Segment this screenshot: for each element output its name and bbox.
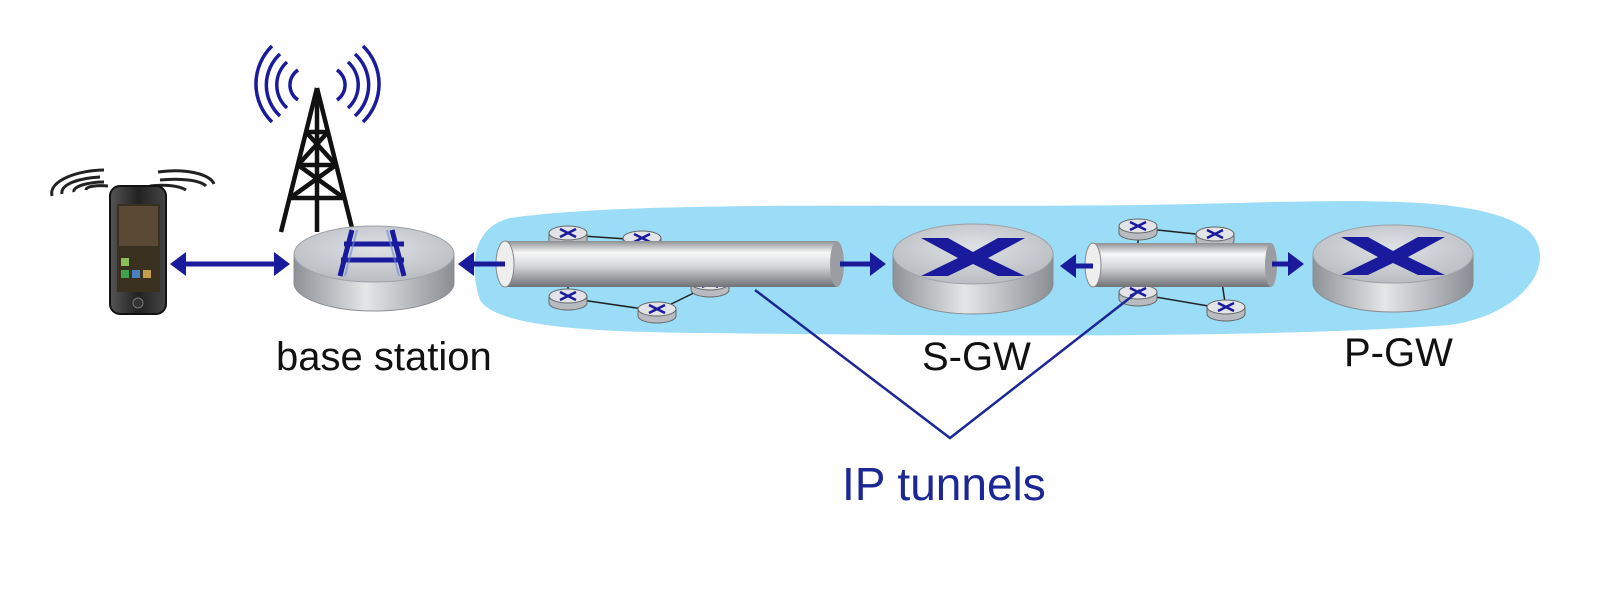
smartphone-icon [50, 168, 216, 315]
tunnel-pipe-icon [495, 240, 844, 288]
mini-router-icon [637, 301, 677, 324]
mini-router-icon [1118, 218, 1158, 241]
sgw-router-icon [892, 223, 1054, 315]
pgw-label: P-GW [1344, 331, 1453, 375]
link-arrows [170, 252, 1304, 278]
pgw-router-icon [1312, 224, 1474, 313]
tunnel-pipe-icon [1084, 242, 1277, 288]
base-station-router-icon [293, 225, 455, 312]
mini-router-icon [1206, 299, 1246, 322]
sgw-label: S-GW [922, 335, 1031, 379]
antenna-tower-icon [254, 44, 381, 233]
ip-tunnels-label: IP tunnels [842, 458, 1046, 510]
tunnel-callout-lines [754, 289, 1141, 440]
mini-router-icon [548, 288, 588, 311]
base-station-label: base station [276, 335, 492, 379]
mini-router-icon [1118, 284, 1158, 307]
